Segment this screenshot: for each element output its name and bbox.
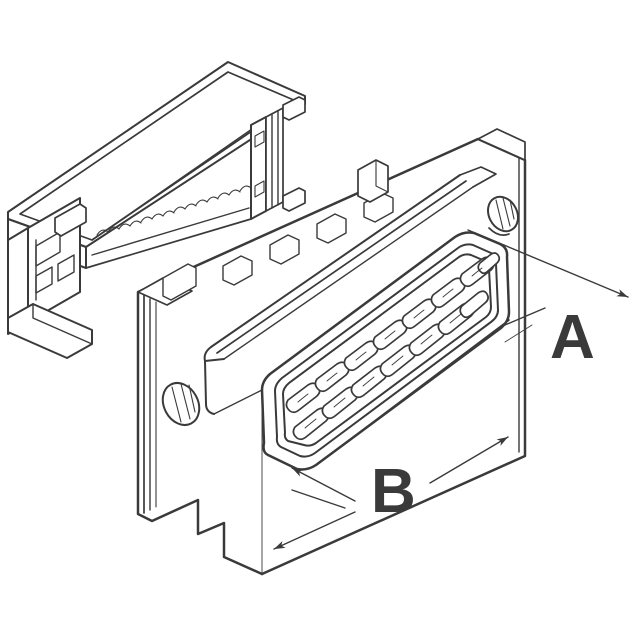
contact-row-bottom xyxy=(292,290,489,441)
dshell-top-lip-1 xyxy=(210,174,461,348)
idc-latch-window-lower xyxy=(254,180,265,198)
idc-clamp-top-tab xyxy=(54,203,87,237)
dshell-top-lip-right-cap xyxy=(459,166,497,188)
idc-right-bottom-nub xyxy=(282,187,306,212)
idc-body-depth-edge xyxy=(85,218,252,269)
right-hole-boss xyxy=(488,227,510,236)
flange-standoff-post-edge xyxy=(375,159,389,193)
idc-body-lower-edge xyxy=(91,207,250,256)
dshell-bottom-sweep xyxy=(315,319,510,466)
dim-a-line xyxy=(467,229,629,298)
dim-b-leader-stub xyxy=(291,489,346,509)
idc-serration-baseline xyxy=(91,128,253,241)
dshell-left-body-edge-2 xyxy=(213,389,263,415)
dshell-top-lip-3 xyxy=(223,186,474,360)
dimension-a-label: A xyxy=(550,303,595,372)
dshell-top-lip-2 xyxy=(216,180,467,354)
mounting-hole-left xyxy=(161,381,201,427)
dim-b-extension-right xyxy=(504,324,533,343)
idc-clamp-slot-3 xyxy=(57,254,75,282)
idc-clamp-foot-edge xyxy=(32,303,93,345)
dim-a-leader-stub xyxy=(504,307,546,326)
idc-right-top-nub xyxy=(282,96,306,121)
idc-latch-window-upper xyxy=(254,130,265,148)
idc-right-end-block-2 xyxy=(265,107,284,212)
dim-b-line-lower xyxy=(291,467,356,502)
dimension-b: B xyxy=(291,324,533,526)
dsub-connector xyxy=(136,128,527,576)
contact-row-top xyxy=(285,252,501,414)
dimension-b-label: B xyxy=(371,457,416,526)
dshell-left-body-edge xyxy=(204,360,215,415)
idc-cable-slot-serrations xyxy=(96,185,252,236)
flange-corner-tab xyxy=(162,263,197,301)
idc-connector xyxy=(7,61,306,359)
flange-bottom-notch xyxy=(197,499,225,558)
dim-b-line-upper xyxy=(429,436,509,484)
flange-top-right-corner xyxy=(477,128,526,161)
dim-a-line-lower xyxy=(273,511,356,550)
mounting-hole-right xyxy=(487,195,519,233)
idc-clamp-foot xyxy=(7,303,93,359)
flange-retention-tabs xyxy=(222,192,394,286)
dimension-a: A xyxy=(261,144,629,576)
